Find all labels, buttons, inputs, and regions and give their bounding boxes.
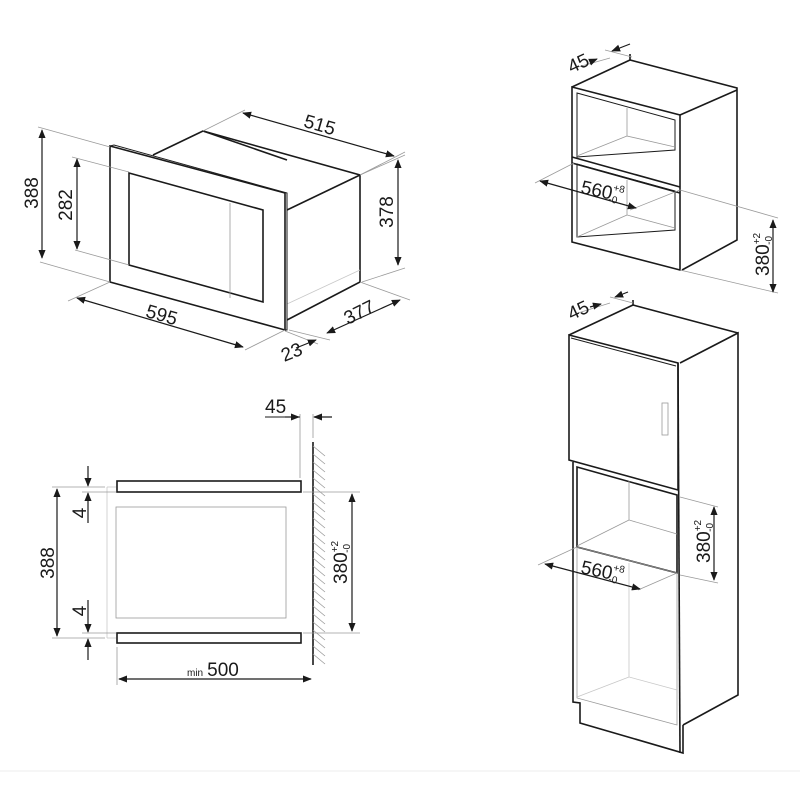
dim-282: 282 (56, 189, 77, 221)
hatch-line (312, 549, 326, 561)
upper-door (568, 333, 679, 492)
dim-45: 45 (265, 397, 286, 418)
microwave-isometric-view: 388 282 515 378 595 377 23 (22, 109, 411, 367)
dimension-lines (534, 43, 779, 294)
hatch-line (312, 645, 326, 657)
hatch-line (312, 557, 326, 569)
dim-380: 380+2-0 (693, 519, 716, 563)
wall-cabinet-view: 45 560+8-0 380+2-0 (534, 43, 779, 294)
hatch-line (312, 517, 326, 529)
hatch-line (312, 621, 326, 633)
dimension-lines (537, 290, 719, 591)
hatch-line (312, 565, 326, 577)
dim-380: 380+2-0 (752, 232, 775, 276)
microwave-front-panel (109, 144, 288, 332)
hatch-line (312, 485, 326, 497)
hatch-line (312, 453, 326, 465)
hatch-line (312, 581, 326, 593)
hatch-line (312, 605, 326, 617)
microwave-body (152, 130, 361, 321)
dim-595: 595 (143, 301, 179, 330)
tall-cabinet-view: 45 560+8-0 380+2-0 (537, 290, 739, 755)
hatch-line (312, 509, 326, 521)
hatch-line (312, 493, 326, 505)
hatch-line (312, 501, 326, 513)
upper-shelf (116, 480, 302, 493)
dim-4-top: 4 (70, 507, 91, 518)
dim-45: 45 (565, 50, 593, 78)
hatch-line (312, 629, 326, 641)
lower-shelf (116, 632, 302, 644)
dim-23: 23 (278, 339, 305, 366)
hatch-line (312, 613, 326, 625)
dim-45: 45 (565, 297, 593, 325)
hatch-line (312, 469, 326, 481)
hatch-line (312, 477, 326, 489)
hatch-line (312, 541, 326, 553)
door-handle (661, 402, 669, 436)
hatch-line (312, 637, 326, 649)
wall-hatching (312, 445, 326, 665)
dim-4-bottom: 4 (70, 605, 91, 616)
dim-380: 380+2-0 (330, 540, 353, 584)
dim-378: 378 (377, 196, 398, 228)
dimension-lines (52, 413, 360, 685)
dim-560: 560+8-0 (579, 176, 626, 208)
hatch-line (312, 653, 326, 665)
hatch-line (312, 573, 326, 585)
hatch-line (312, 597, 326, 609)
dim-388: 388 (22, 177, 43, 209)
dim-388: 388 (38, 547, 59, 579)
dim-515: 515 (301, 111, 337, 140)
hatch-line (312, 525, 326, 537)
hatch-line (312, 589, 326, 601)
appliance-outline (115, 506, 287, 619)
hatch-line (312, 445, 326, 457)
hatch-line (312, 461, 326, 473)
dimension-lines (37, 109, 411, 351)
hatch-line (312, 533, 326, 545)
